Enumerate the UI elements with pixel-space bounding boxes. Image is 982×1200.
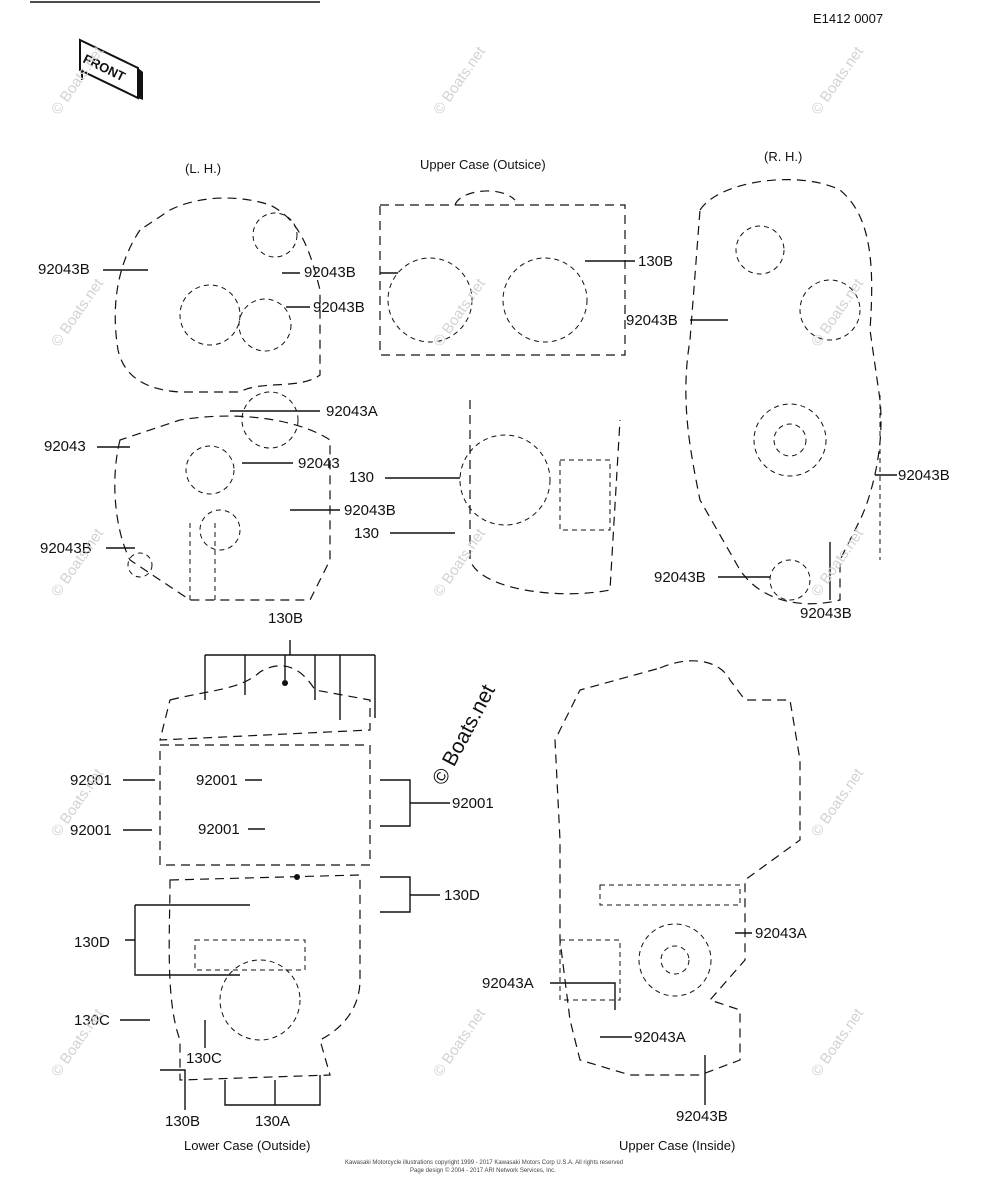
rh-leaders xyxy=(690,319,897,600)
callout-low-92001-m1: 92001 xyxy=(196,772,238,789)
callout-rh-92043b-4: 92043B xyxy=(800,605,852,622)
callout-mid-130b: 130B xyxy=(638,253,674,270)
callout-lh-92043b-1: 92043B xyxy=(38,261,90,278)
callout-low-92001-l1: 92001 xyxy=(70,772,112,789)
callout-low-130a: 130A xyxy=(255,1113,291,1130)
callout-lh-92043a: 92043A xyxy=(326,403,378,420)
callout-low-130b-bot: 130B xyxy=(165,1113,201,1130)
callout-rh-92043b-3: 92043B xyxy=(654,569,706,586)
lower-leaders xyxy=(120,640,450,1110)
lower-outside-drawing xyxy=(159,665,371,1081)
callout-mid-130-2: 130 xyxy=(354,525,380,542)
diagram-code: E1412 0007 xyxy=(813,11,884,26)
callout-low-92001-m2: 92001 xyxy=(198,821,240,838)
callout-rh-92043b-2: 92043B xyxy=(898,467,950,484)
callout-lh-92043b-5: 92043B xyxy=(40,540,92,557)
lh-view-title: (L. H.) xyxy=(185,161,222,176)
upper-outside-drawing xyxy=(379,190,626,595)
mid-leaders xyxy=(380,260,635,534)
callout-low-130b-top: 130B xyxy=(268,610,304,627)
callout-lh-92043-right: 92043 xyxy=(298,455,340,472)
callout-low-130c-l: 130C xyxy=(74,1012,110,1029)
callout-low-130c-b: 130C xyxy=(186,1050,222,1067)
callout-lh-92043b-3: 92043B xyxy=(313,299,365,316)
rh-view-title: (R. H.) xyxy=(764,149,803,164)
lower-outside-view-title: Lower Case (Outside) xyxy=(184,1138,311,1153)
upper-outside-view-title: Upper Case (Outsice) xyxy=(420,157,546,172)
callout-ui-92043a-1: 92043A xyxy=(755,925,807,942)
upper-inside-view-title: Upper Case (Inside) xyxy=(619,1138,736,1153)
lh-case-drawing xyxy=(114,197,331,601)
callout-ui-92043a-3: 92043A xyxy=(634,1029,686,1046)
callout-ui-92043a-2: 92043A xyxy=(482,975,534,992)
callout-low-130d-r: 130D xyxy=(444,887,480,904)
callout-ui-92043b: 92043B xyxy=(676,1108,728,1125)
callout-rh-92043b-1: 92043B xyxy=(626,312,678,329)
rh-case-drawing xyxy=(685,179,882,605)
page-design-line: Page design © 2004 - 2017 ARI Network Se… xyxy=(410,1168,556,1174)
upper-inside-drawing xyxy=(554,660,801,1076)
callout-mid-130-1: 130 xyxy=(349,469,375,486)
callout-lh-92043b-2: 92043B xyxy=(304,264,356,281)
copyright-line: Kawasaki Motorcycle illustrations copyri… xyxy=(345,1160,624,1166)
callout-low-92001-l2: 92001 xyxy=(70,822,112,839)
front-sign-icon xyxy=(79,38,143,100)
callout-low-130d-l: 130D xyxy=(74,934,110,951)
callout-lh-92043-left: 92043 xyxy=(44,438,86,455)
callout-lh-92043b-4: 92043B xyxy=(344,502,396,519)
ui-leaders xyxy=(550,932,752,1105)
callout-low-92001-r: 92001 xyxy=(452,795,494,812)
lh-leaders xyxy=(97,269,340,549)
